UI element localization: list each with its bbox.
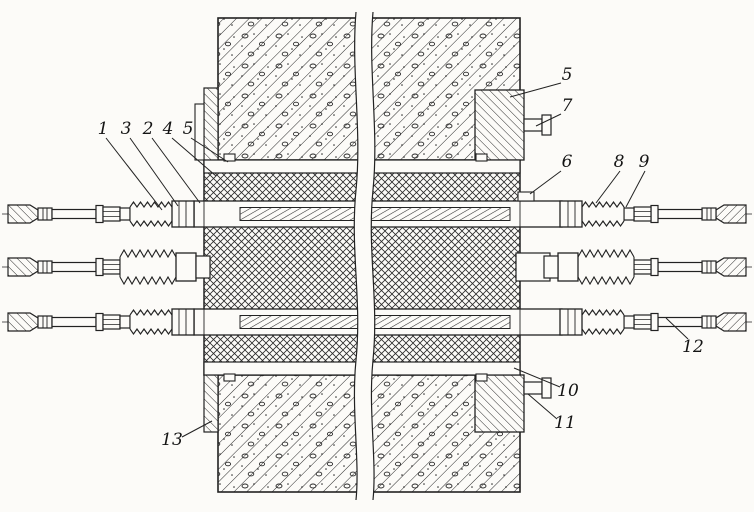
leader-line [625, 170, 646, 208]
upper-flange-bolt [523, 114, 552, 136]
leader-line [509, 82, 562, 98]
upper-right-flange-block [474, 89, 525, 161]
part-label-1: 1 [98, 119, 109, 139]
leader-lines [105, 82, 689, 438]
liner-plate-bottom [203, 374, 219, 433]
lower-right-flange-block [474, 374, 525, 433]
left-cover-plate [194, 103, 205, 161]
leader-line [535, 113, 562, 127]
leader-line [527, 393, 558, 420]
leader-line [151, 137, 201, 204]
part-label-3: 3 [121, 119, 132, 139]
part-label-7: 7 [562, 96, 573, 116]
leader-line [171, 137, 217, 177]
leader-line [595, 170, 621, 204]
top-penetration-sleeve [193, 191, 563, 228]
part-label-4: 4 [162, 119, 174, 139]
liner-plate-top [203, 87, 219, 161]
part-labels: 1 3 2 4 5 5 7 6 8 9 12 10 11 13 [98, 65, 704, 450]
leader-line [529, 170, 562, 195]
leader-line [181, 420, 213, 438]
part-label-12: 12 [682, 337, 704, 357]
part-label-2: 2 [142, 119, 154, 139]
part-label-5-left: 5 [183, 119, 194, 139]
part-label-11: 11 [554, 413, 576, 433]
leader-line [190, 137, 229, 163]
leader-line [129, 137, 179, 207]
leader-line [105, 137, 163, 211]
bottom-penetration-sleeve [193, 308, 563, 336]
part-label-10: 10 [557, 381, 579, 401]
leader-line [665, 317, 689, 340]
lower-flange-bolt [523, 377, 552, 399]
part-label-6: 6 [562, 152, 573, 172]
part-label-13: 13 [161, 430, 183, 450]
part-label-5-right: 5 [562, 65, 573, 85]
wall-break-lines [353, 11, 376, 501]
part-label-8: 8 [614, 152, 625, 172]
part-label-9: 9 [639, 152, 650, 172]
leader-line [513, 367, 561, 388]
